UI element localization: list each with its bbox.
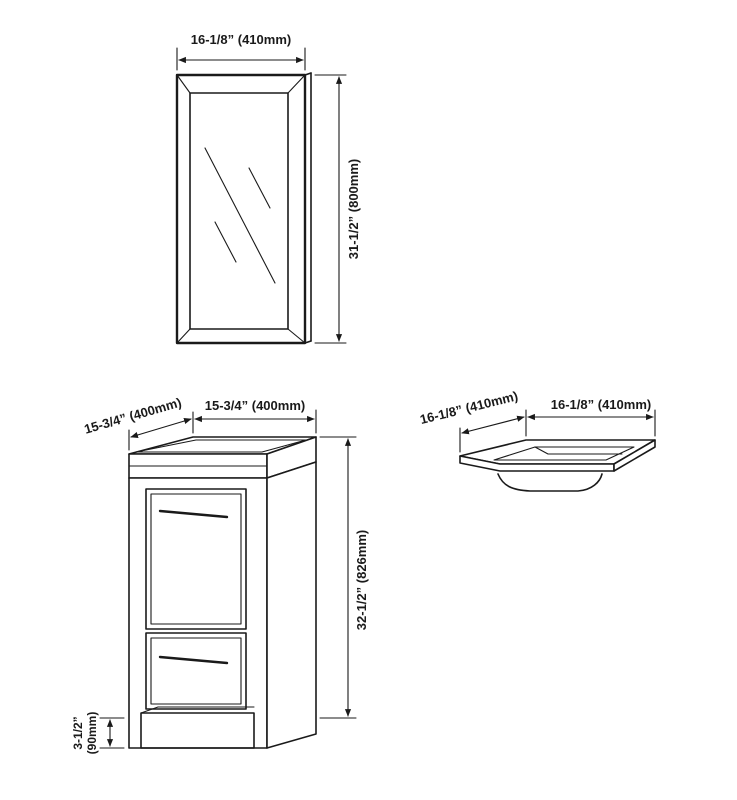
vanity-height-dimension: 32-1/2” (826mm) — [319, 436, 369, 719]
mirror-bevel-line — [176, 74, 191, 94]
vanity-width-dimension: 15-3/4” (400mm) — [194, 398, 317, 434]
dimension-arrow — [130, 418, 192, 438]
door-handle — [158, 509, 229, 519]
mirror-bevel-line — [176, 328, 191, 344]
mirror-inner-frame — [189, 92, 289, 330]
sink-top-width-label: 16-1/8” (410mm) — [551, 397, 651, 412]
mirror-bevel-line — [287, 328, 306, 344]
mirror-depth-edge — [304, 340, 312, 344]
sink-basin-inner — [534, 446, 623, 455]
vanity — [128, 436, 317, 749]
mirror-reflection-line — [214, 221, 237, 263]
vanity-drawer — [145, 632, 247, 710]
mirror-height-label: 31-1/2” (800mm) — [346, 159, 361, 259]
vanity-leg-height-label-line1: 3-1/2” — [71, 716, 85, 749]
vanity-leg-opening — [140, 712, 255, 749]
vanity-drawer-panel — [150, 637, 242, 705]
sink-basin-bowl — [497, 473, 603, 492]
sink-top-width-dimension: 16-1/8” (410mm) — [527, 397, 656, 437]
sink-top — [459, 439, 656, 492]
dimension-arrow — [461, 415, 525, 435]
mirror-bevel-line — [287, 74, 306, 94]
vanity-leg-height-label-line2: (90mm) — [85, 712, 99, 755]
mirror-reflection-line — [204, 147, 276, 284]
vanity-height-label: 32-1/2” (826mm) — [354, 530, 369, 630]
mirror — [175, 72, 312, 345]
mirror-width-label: 16-1/8” (410mm) — [191, 32, 291, 47]
drawer-handle — [158, 655, 229, 665]
vanity-width-label: 15-3/4” (400mm) — [205, 398, 305, 413]
vanity-leg-height-dimension: 3-1/2” (90mm) — [71, 712, 125, 755]
vanity-depth-label: 15-3/4” (400mm) — [82, 395, 183, 437]
sink-basin-opening — [493, 446, 635, 461]
mirror-outer-frame — [175, 73, 307, 345]
mirror-height-dimension: 31-1/2” (800mm) — [314, 74, 361, 344]
vanity-door-panel — [150, 493, 242, 625]
mirror-width-dimension: 16-1/8” (410mm) — [176, 32, 306, 71]
vanity-cabinet-side — [266, 461, 317, 749]
mirror-depth-edge — [304, 72, 312, 76]
sink-top-depth-dimension: 16-1/8” (410mm) — [418, 388, 527, 453]
vanity-door — [145, 488, 247, 630]
sink-top-depth-label: 16-1/8” (410mm) — [418, 388, 519, 427]
mirror-reflection-line — [248, 167, 271, 209]
sink-top-side-edge — [613, 439, 656, 472]
vanity-leg-inner-edge — [140, 706, 159, 714]
